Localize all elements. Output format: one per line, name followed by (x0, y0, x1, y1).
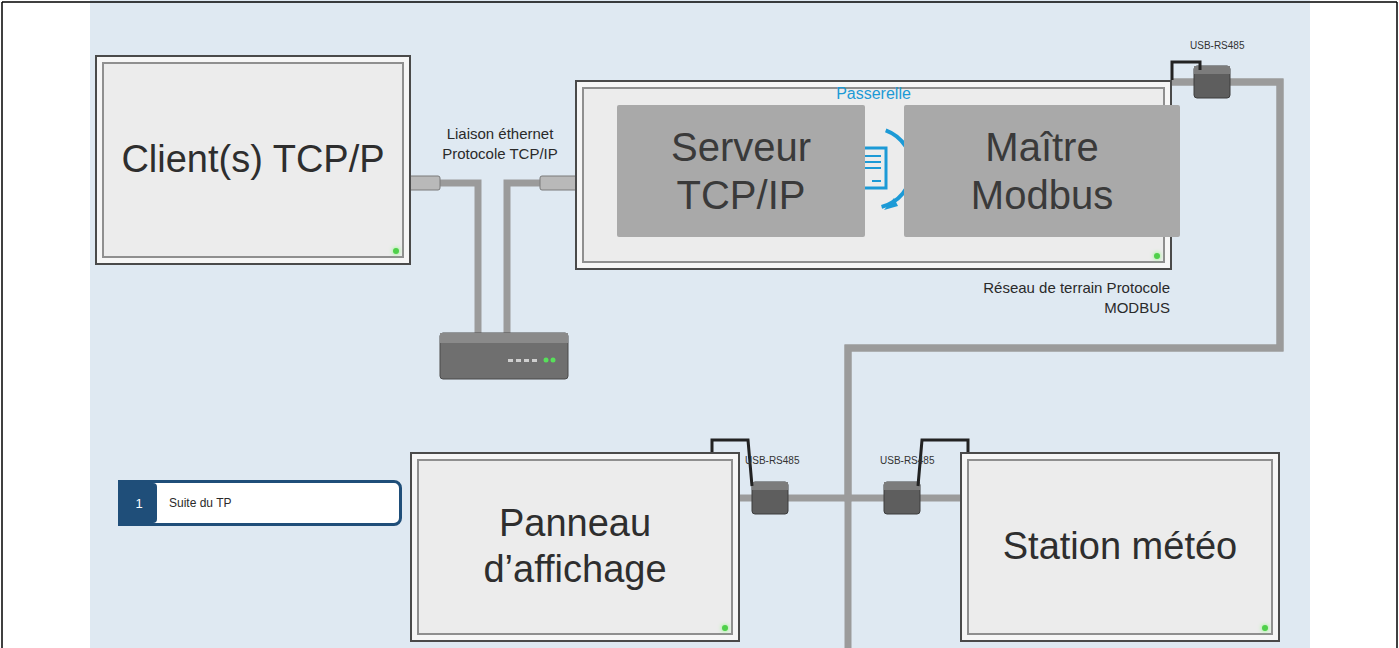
status-led (393, 248, 399, 254)
node-label: Serveur TCP/IP (617, 123, 865, 219)
server-panel: Serveur TCP/IP (617, 105, 865, 237)
status-led (722, 625, 728, 631)
next-button: 1Suite du TP (118, 480, 402, 526)
cable (848, 82, 1280, 498)
status-led (1262, 625, 1268, 631)
master-panel: Maître Modbus (904, 105, 1180, 237)
weather-box: Station météo (960, 452, 1280, 642)
usb-cable (1172, 62, 1200, 80)
cable (411, 183, 575, 345)
usb-rs485-adapter (1194, 66, 1230, 98)
step-number: 1 (121, 483, 157, 523)
gateway-box: PasserelleServeur TCP/IPMaître Modbus (575, 80, 1172, 270)
adapter-label: USB-RS485 (880, 455, 934, 466)
display-box: Panneau d’affichage (410, 452, 740, 642)
node-label: Panneau d’affichage (412, 501, 738, 592)
node-label: Station météo (989, 524, 1251, 570)
frame-line (1, 2, 3, 648)
node-label: Client(s) TCP/P (107, 137, 398, 183)
frame-line (1396, 2, 1398, 648)
bus-stub (845, 498, 852, 648)
gateway-title: Passerelle (577, 85, 1170, 103)
adapter-label: USB-RS485 (1190, 40, 1244, 51)
ethernet-switch (440, 333, 568, 379)
adapter-label: USB-RS485 (745, 455, 799, 466)
usb-rs485-adapter (752, 482, 788, 514)
button-label: Suite du TP (157, 483, 231, 523)
node-label: Maître Modbus (904, 123, 1180, 219)
frame-line (2, 1, 1397, 3)
status-led (1154, 253, 1160, 259)
link-label: Réseau de terrain Protocole MODBUS (980, 278, 1170, 319)
usb-rs485-adapter (884, 482, 920, 514)
ethernet-plug (402, 176, 578, 190)
panel-ground (90, 0, 1310, 648)
client-box: Client(s) TCP/P (95, 55, 411, 265)
link-label: Liaison éthernet Protocole TCP/IP (420, 124, 580, 165)
